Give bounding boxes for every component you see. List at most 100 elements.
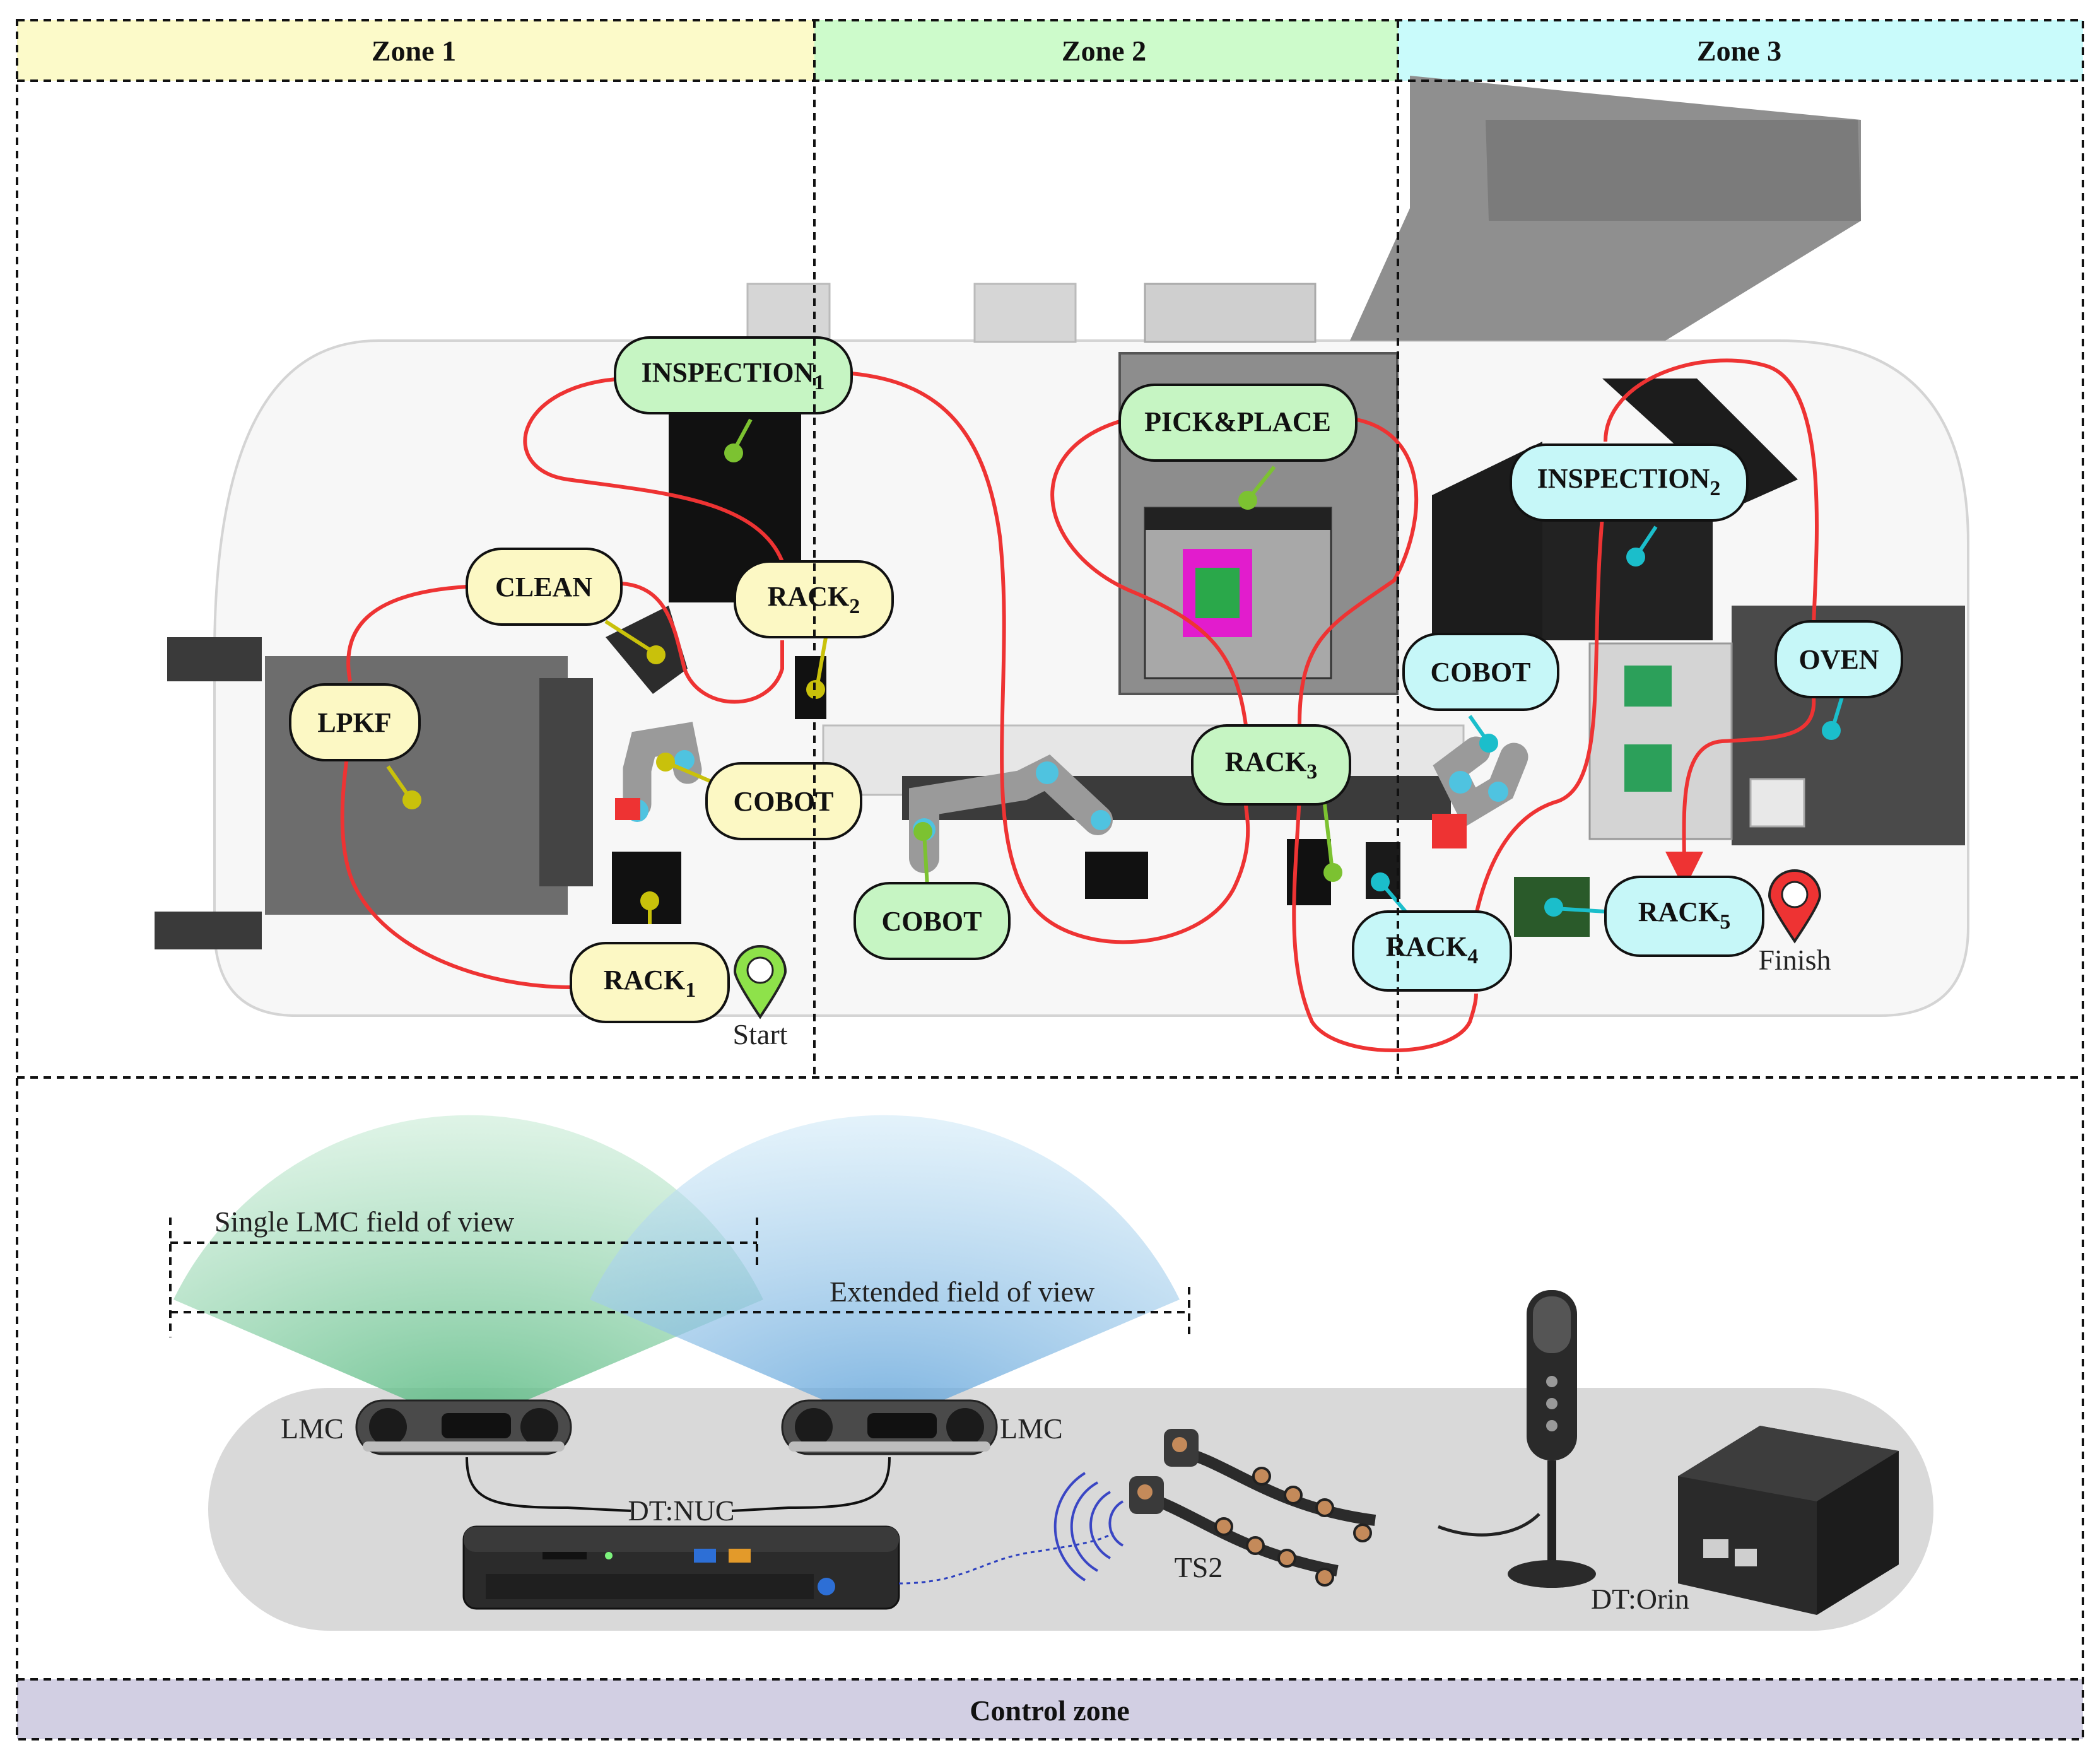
lmc-left-fov — [173, 1115, 763, 1426]
station-pins — [402, 443, 1841, 917]
oven-hood-top — [1486, 120, 1861, 221]
route-rack3-pickplace — [1050, 420, 1248, 726]
station-cobot-zone1[interactable]: COBOT — [705, 762, 862, 840]
svg-text:RACK4: RACK4 — [1386, 931, 1479, 968]
route-rack3-rack4 — [1292, 794, 1478, 1052]
station-inspection1-sub: 1 — [814, 371, 824, 394]
station-rack3-sub: 3 — [1306, 760, 1317, 784]
route-inspection2-oven — [1604, 358, 1819, 625]
red-gripper — [1432, 814, 1467, 848]
svg-text:RACK3: RACK3 — [1225, 746, 1318, 784]
station-inspection2-sub: 2 — [1710, 477, 1720, 500]
svg-text:COBOT: COBOT — [882, 906, 982, 937]
station-rack5-sub: 5 — [1720, 910, 1730, 934]
leap-motion-controller-icon — [781, 1399, 998, 1455]
robot-arm-icon — [1433, 736, 1528, 828]
route-rack4-inspection2 — [1474, 517, 1604, 915]
pick-place-rail — [1145, 508, 1331, 530]
extended-fov-bracket — [170, 1287, 1190, 1337]
pick-place-board — [1195, 568, 1240, 618]
station-rack1[interactable]: RACK1 — [570, 942, 730, 1023]
rack1-tray — [612, 852, 681, 924]
station-cobot-zone2-label: COBOT — [882, 906, 982, 937]
finish-marker: Finish — [1758, 869, 1831, 976]
station-rack5-label: RACK — [1638, 896, 1720, 927]
station-inspection1[interactable]: INSPECTION1 — [614, 336, 853, 414]
station-clean[interactable]: CLEAN — [466, 548, 623, 626]
single-fov-label: Single LMC field of view — [214, 1206, 515, 1238]
lmc-right-cable — [731, 1457, 891, 1512]
lpkf-frame-bottom — [155, 912, 262, 949]
route-lpkf-clean — [346, 585, 467, 682]
lmc-right-label: LMC — [1000, 1412, 1063, 1445]
zone3-header — [1398, 20, 2083, 81]
jetson-orin-icon — [1678, 1426, 1899, 1615]
microphone-icon — [1438, 1290, 1596, 1588]
station-rack2[interactable]: RACK2 — [734, 560, 894, 638]
station-cobot-zone3[interactable]: COBOT — [1402, 633, 1559, 711]
zone1-title: Zone 1 — [372, 35, 456, 67]
svg-text:COBOT: COBOT — [734, 786, 834, 817]
station-lpkf-label: LPKF — [317, 707, 391, 738]
station-clean-label: CLEAN — [495, 572, 592, 602]
station-rack4[interactable]: RACK4 — [1352, 910, 1512, 992]
station-inspection1-label: INSPECTION — [642, 357, 814, 388]
station-rack1-sub: 1 — [685, 978, 696, 1002]
lmc-left-cable — [466, 1457, 631, 1512]
station-rack3[interactable]: RACK3 — [1191, 724, 1351, 806]
factory-floor — [155, 76, 1969, 1017]
station-rack1-label: RACK — [604, 965, 686, 995]
lmc-left-label: LMC — [281, 1412, 344, 1445]
top-block-3 — [1144, 283, 1317, 343]
haptic-glove-icon — [1129, 1429, 1376, 1587]
zone1-header — [17, 20, 814, 81]
station-rack3-label: RACK — [1225, 746, 1307, 777]
production-route — [340, 358, 1819, 1052]
station-pick-place-label: PICK&PLACE — [1144, 406, 1331, 437]
inspection2-table — [1542, 508, 1713, 640]
station-lpkf[interactable]: LPKF — [289, 683, 421, 761]
station-oven-label: OVEN — [1798, 644, 1879, 675]
station-cobot-zone2[interactable]: COBOT — [853, 882, 1011, 960]
svg-text:INSPECTION1: INSPECTION1 — [642, 357, 825, 394]
nuc-label: DT:NUC — [628, 1494, 735, 1527]
oven-board-1 — [1624, 666, 1672, 707]
station-labels: INSPECTION1 CLEAN RACK2 LPKF COBOT RACK1… — [289, 336, 1903, 1023]
start-label: Start — [733, 1018, 788, 1050]
single-fov-bracket — [169, 1218, 758, 1337]
lpkf-frame — [167, 637, 262, 681]
route-rack2-inspection1 — [523, 377, 784, 563]
top-block-1 — [746, 283, 831, 343]
route-oven-rack5 — [1665, 696, 1816, 889]
route-rack1-lpkf — [340, 719, 572, 989]
cobot-z2-rack — [1085, 852, 1148, 899]
route-pickplace-rack3 — [1298, 418, 1419, 726]
top-block-2 — [973, 283, 1077, 343]
svg-text:INSPECTION2: INSPECTION2 — [1537, 463, 1721, 500]
zone-headers: Zone 1 Zone 2 Zone 3 — [17, 20, 2083, 81]
inspection2-lid — [1602, 379, 1798, 505]
station-inspection2-label: INSPECTION — [1537, 463, 1710, 494]
svg-text:OVEN: OVEN — [1798, 644, 1879, 675]
start-marker: Start — [733, 945, 788, 1050]
station-cobot-zone1-label: COBOT — [734, 786, 834, 817]
route-inspection1-cobot2 — [851, 372, 1250, 944]
station-rack4-label: RACK — [1386, 931, 1468, 962]
station-pick-place[interactable]: PICK&PLACE — [1118, 384, 1358, 462]
wireless-signal-icon — [1053, 1472, 1124, 1582]
ts2-label: TS2 — [1175, 1551, 1223, 1583]
svg-text:RACK1: RACK1 — [604, 965, 696, 1002]
nuc-wireless-link — [898, 1532, 1114, 1585]
station-oven[interactable]: OVEN — [1774, 620, 1903, 698]
route-clean-rack2 — [621, 582, 784, 704]
svg-text:RACK5: RACK5 — [1638, 896, 1731, 934]
station-rack4-sub: 4 — [1467, 945, 1478, 968]
station-rack2-sub: 2 — [849, 595, 860, 618]
oven-board-2 — [1624, 744, 1672, 792]
station-rack2-label: RACK — [768, 581, 850, 612]
svg-text:LPKF: LPKF — [317, 707, 391, 738]
station-rack5[interactable]: RACK5 — [1604, 876, 1764, 957]
station-inspection2[interactable]: INSPECTION2 — [1510, 443, 1749, 522]
leap-motion-controller-icon — [355, 1399, 572, 1455]
control-zone: Single LMC field of view Extended field … — [169, 1115, 1933, 1631]
